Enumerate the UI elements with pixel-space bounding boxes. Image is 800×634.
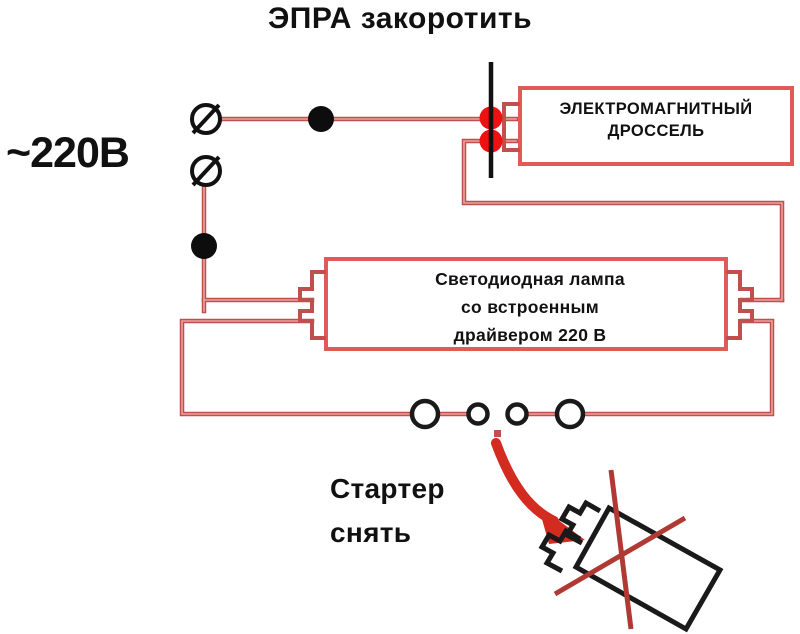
starter-contact-outer-right [554,398,586,430]
ballast-short-group [479,62,503,178]
lamp-component [298,257,754,351]
starter-contact-inner-right [505,402,529,426]
wire-highlight [181,118,783,415]
ballast-label: ЭЛЕКТРОМАГНИТНЫЙ ДРОССЕЛЬ [520,98,792,142]
starter-contact-outer-left [409,398,441,430]
cross-out-stroke-2 [553,515,687,597]
arrow-curve [491,438,559,526]
junction-dot-left-wire [191,233,217,259]
ballast-left-terminal [502,102,520,152]
ballast-label-line1: ЭЛЕКТРОМАГНИТНЫЙ [559,100,753,118]
terminal-symbol-neutral [190,155,222,187]
starter-device [538,469,724,633]
starter-note-line2: снять [330,517,412,548]
lamp-box [324,257,728,351]
diagram-title: ЭПРА закоротить [267,2,533,35]
lamp-left-pin-bracket [298,270,326,340]
starter-body [572,504,724,633]
junction-dot-top-wire [308,106,334,132]
ballast-box [518,86,794,166]
lamp-label: Светодиодная лампа со встроенным драйвер… [330,265,730,349]
lamp-label-line1: Светодиодная лампа [435,269,625,289]
lamp-right-pin-bracket [726,270,754,340]
lamp-label-line3: драйвером 220 В [453,325,607,345]
ballast-label-line2: ДРОССЕЛЬ [607,122,705,140]
supply-terminals [190,103,222,187]
terminal-symbol-phase [190,103,222,135]
cross-out-stroke-1 [608,469,634,630]
starter-pin-lower [538,527,582,574]
starter-note-line1: Стартер [330,473,445,504]
supply-voltage-label: ~220В [6,129,130,177]
starter-socket-contacts [409,398,586,430]
lamp-label-line2: со встроенным [461,297,599,317]
starter-gap-marker [494,430,501,437]
starter-note-label: Стартер снять [330,467,445,555]
starter-contact-inner-left [466,402,490,426]
